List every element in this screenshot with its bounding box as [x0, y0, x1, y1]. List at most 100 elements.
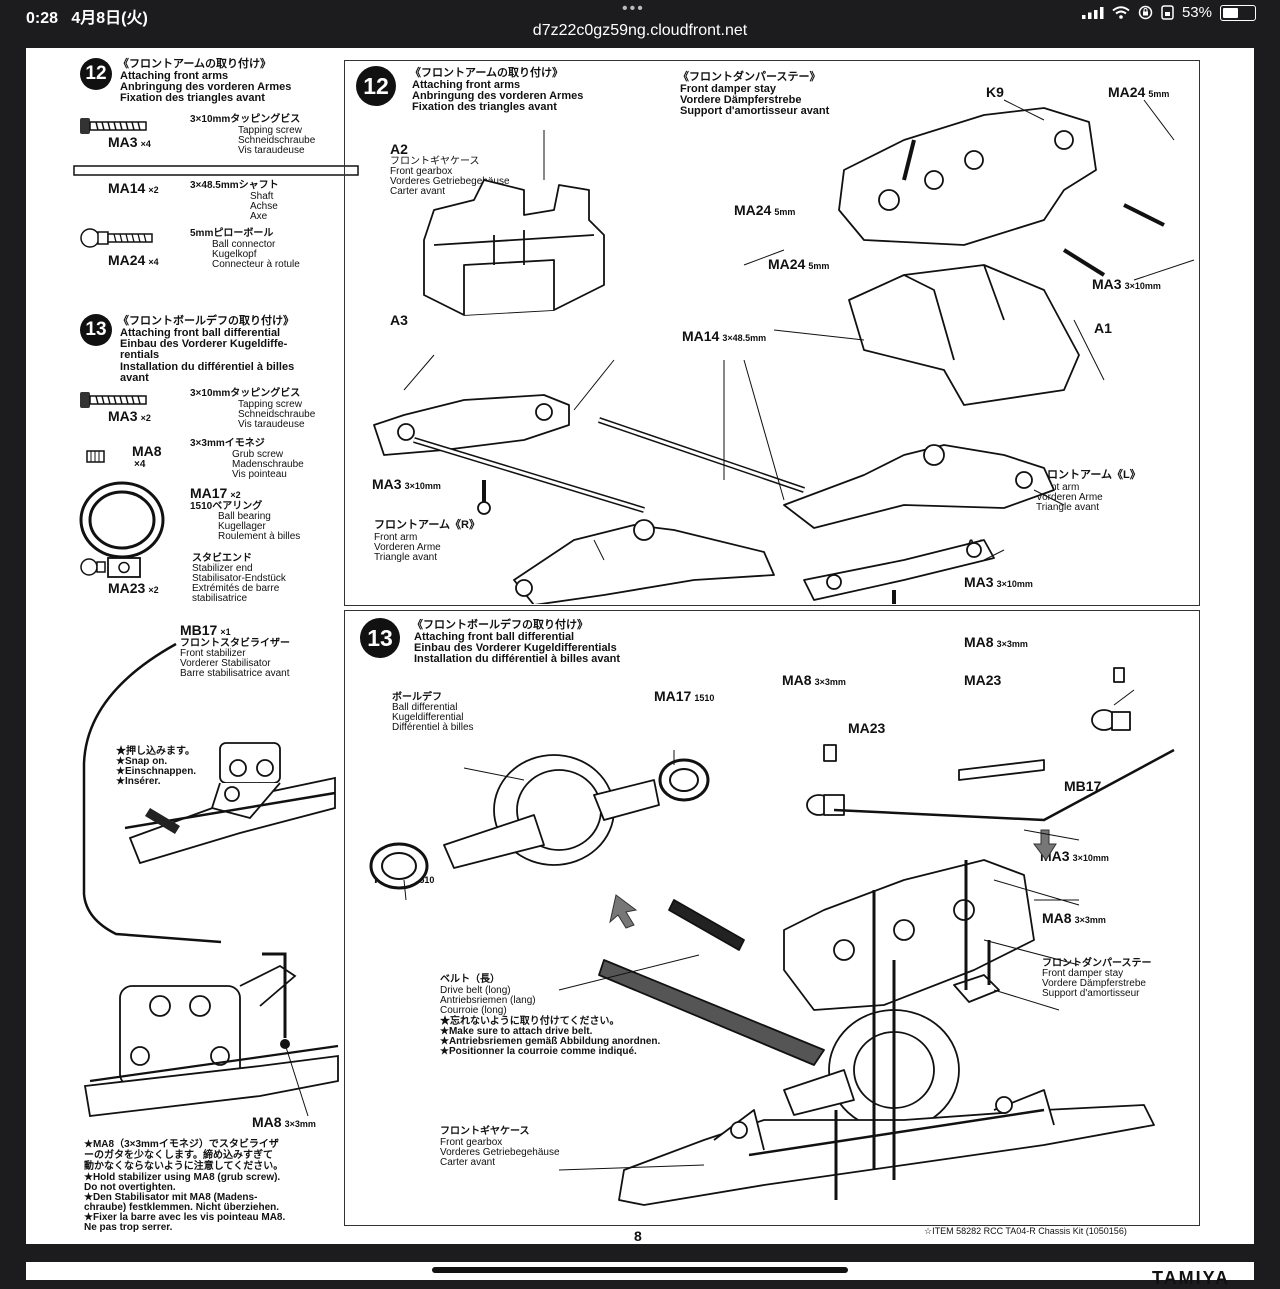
front-arm-r-ja: フロントアーム《R》: [374, 519, 480, 531]
part-desc: Stabilisator-Endstück: [192, 573, 286, 584]
step-12-diagram-title-fr: Fixation des triangles avant: [412, 101, 557, 113]
part-desc: フロントスタビライザー: [180, 638, 290, 649]
ma8-note-line: Ne pas trop serrer.: [84, 1222, 173, 1233]
front-arm-l-ja: フロントアーム《L》: [1036, 469, 1141, 481]
step-13-diagram-badge: 13: [360, 618, 400, 658]
step-12-diagram-title-en: Attaching front arms: [412, 79, 521, 91]
ma8-note-line: ★Den Stabilisator mit MA8 (Madens-: [84, 1192, 258, 1203]
part-desc: Ball connector: [212, 239, 276, 250]
item-footer: ☆ITEM 58282 RCC TA04-R Chassis Kit (1050…: [924, 1226, 1127, 1236]
step-12-title-en: Attaching front arms: [120, 70, 229, 82]
ball-diff-de: Kugeldifferential: [392, 712, 464, 723]
step-13-exploded-drawing: [369, 667, 1175, 1206]
manual-page[interactable]: 12 《フロントアームの取り付け》 Attaching front arms A…: [26, 48, 1254, 1244]
step-13-badge: 13: [80, 314, 112, 346]
label-a2-fr: Carter avant: [390, 186, 446, 197]
part-desc: Vis taraudeuse: [238, 419, 305, 430]
battery-fill: [1223, 7, 1238, 18]
part-desc: Kugellager: [218, 521, 266, 532]
part-desc: Roulement à billes: [218, 531, 301, 542]
home-indicator[interactable]: [432, 1267, 848, 1273]
ma8-note-line: 動かなくならないように注意してください。: [84, 1161, 284, 1172]
part-desc: 3×3mmイモネジ: [190, 438, 265, 449]
damper-stay-ja: フロントダンパーステー: [1042, 958, 1152, 969]
part-desc: Tapping screw: [238, 125, 302, 136]
step-12-title-fr: Fixation des triangles avant: [120, 92, 265, 104]
snap-note-fr: ★Insérer.: [116, 776, 161, 787]
belt-en: Drive belt (long): [440, 985, 511, 996]
ball-diff-en: Ball differential: [392, 702, 458, 713]
wifi-icon: [1112, 6, 1130, 19]
label-a2-de: Vorderes Getriebegehäuse: [390, 176, 510, 187]
stabilizer-wire-drawing: [82, 642, 222, 944]
status-indicators: 53%: [1081, 4, 1256, 21]
damper-stay-en: Front damper stay: [1042, 968, 1124, 979]
snap-note-en: ★Snap on.: [116, 756, 168, 767]
part-desc: 3×48.5mmシャフト: [190, 180, 279, 191]
address-bar[interactable]: d7z22c0gz59ng.cloudfront.net: [532, 22, 748, 39]
part-code: MA24×4: [108, 252, 159, 268]
belt-note: ★Antriebsriemen gemäß Abbildung anordnen…: [440, 1036, 661, 1047]
label-k9: K9: [986, 84, 1004, 100]
part-desc: Kugelkopf: [212, 249, 257, 260]
gearbox-fr: Carter avant: [440, 1157, 496, 1168]
damper-stay-label-ja: 《フロントダンパーステー》: [678, 71, 821, 83]
ball-connector-icon: [80, 228, 153, 248]
gearbox-en: Front gearbox: [440, 1137, 503, 1148]
front-arm-r-en: Front arm: [374, 532, 418, 543]
ball-diff-ja: ボールデフ: [392, 692, 442, 703]
front-arm-r-fr: Triangle avant: [374, 552, 437, 563]
step-12-diagram-frame: [344, 60, 1200, 606]
part-desc: Stabilizer end: [192, 563, 253, 574]
belt-note: ★Make sure to attach drive belt.: [440, 1026, 593, 1037]
part-code: MA14×2: [108, 180, 159, 196]
part-code: MA17×2: [190, 485, 241, 501]
battery-percent: 53%: [1181, 4, 1212, 21]
ball-diff-fr: Différentiel à billes: [392, 722, 474, 733]
label-a1: A1: [1094, 320, 1112, 336]
stabilizer-end-icon: [80, 557, 141, 578]
lock-rotation-icon: [1138, 5, 1153, 20]
ma8-note-line: ★MA8（3×3mmイモネジ）でスタビライザ: [84, 1139, 279, 1150]
step-12-badge: 12: [80, 58, 112, 90]
tab-overview-dots[interactable]: •••: [622, 0, 645, 17]
label-a2-en: Front gearbox: [390, 166, 453, 177]
label-a2: A2: [390, 141, 408, 157]
label-a2-ja: フロントギヤケース: [390, 156, 480, 167]
label-ma23: MA23: [964, 672, 1002, 688]
belt-de: Antriebsriemen (lang): [440, 995, 536, 1006]
part-qty: ×4: [134, 459, 146, 470]
screw-icon: [80, 118, 147, 134]
status-time: 0:28 4月8日(火): [26, 10, 148, 27]
battery-icon: [1220, 4, 1256, 21]
step-13-title-de: Einbau des Vorderer Kugeldiffe-: [120, 338, 288, 350]
damper-stay-fr: Support d'amortisseur: [1042, 988, 1140, 999]
part-desc: Vis pointeau: [232, 469, 287, 480]
snap-note-de: ★Einschnappen.: [116, 766, 197, 777]
damper-stay-label-en: Front damper stay: [680, 83, 776, 95]
ball-bearing-icon: [79, 481, 165, 559]
part-desc: スタビエンド: [192, 553, 252, 564]
front-arm-l-en: Front arm: [1036, 482, 1080, 493]
step-13-diagram-title-ja: 《フロントボールデフの取り付け》: [412, 619, 588, 631]
step-12-diagram-title-de: Anbringung des vorderen Armes: [412, 90, 584, 102]
step-12-exploded-drawing: [373, 99, 1195, 604]
belt-note: ★Positionner la courroie comme indiqué.: [440, 1046, 637, 1057]
part-desc: 1510ベアリング: [190, 501, 263, 512]
ma8-note-line: ★Hold stabilizer using MA8 (grub screw).: [84, 1172, 281, 1183]
step-13-title-en: Attaching front ball differential: [120, 327, 281, 339]
label-a3: A3: [390, 312, 408, 328]
snap-note-ja: ★押し込みます。: [116, 746, 195, 757]
screw-icon: [80, 392, 147, 408]
part-desc: Axe: [250, 211, 268, 222]
belt-note: ★忘れないように取り付けてください。: [440, 1016, 620, 1027]
step-12-title-ja: 《フロントアームの取り付け》: [118, 58, 272, 70]
ma8-note-line: Do not overtighten.: [84, 1182, 176, 1193]
front-arm-l-de: Vorderen Arme: [1036, 492, 1103, 503]
